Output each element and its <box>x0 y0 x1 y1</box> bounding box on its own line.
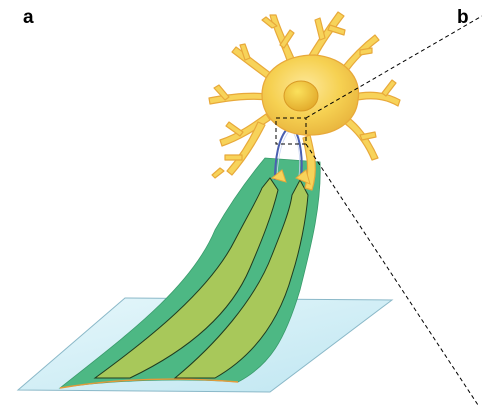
zoom-line-lower <box>306 144 478 405</box>
neuron-nucleus <box>284 81 318 111</box>
panel-label-a: a <box>23 8 34 27</box>
panel-label-b: b <box>457 8 469 27</box>
